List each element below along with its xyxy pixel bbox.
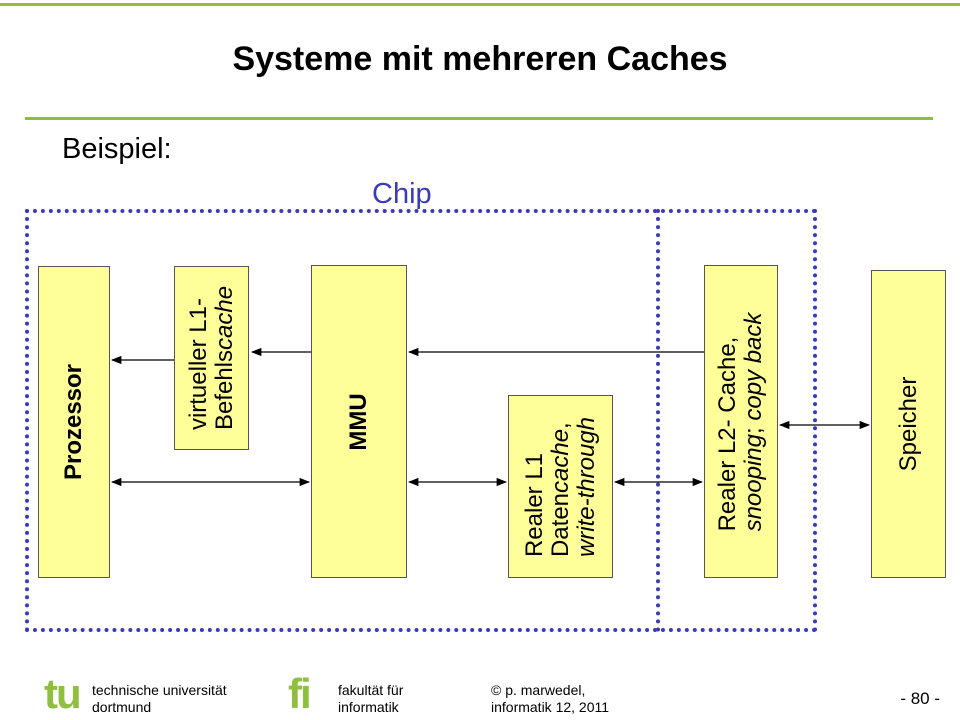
faculty-line2: informatik [338, 699, 399, 715]
faculty-name: fakultät für informatik [338, 682, 403, 716]
author-line2: informatik 12, 2011 [491, 699, 610, 715]
chip-boundary [25, 209, 817, 632]
prozessor-block: Prozessor [38, 266, 110, 578]
top-accent-line [0, 3, 960, 6]
chip-label: Chip [372, 178, 432, 210]
chip-divider [656, 209, 660, 632]
l1-data-cache-block: Realer L1 Datencache, write-through [508, 395, 613, 578]
university-line2: dortmund [92, 699, 152, 715]
faculty-line1: fakultät für [338, 682, 404, 698]
mmu-block: MMU [311, 265, 407, 578]
university-line1: technische universität [92, 682, 227, 698]
author-credit: © p. marwedel, informatik 12, 2011 [491, 682, 609, 716]
author-line1: © p. marwedel, [491, 682, 586, 698]
university-name: technische universität dortmund [92, 682, 227, 716]
l1-instruction-cache-block: virtueller L1- Befehlscache [174, 266, 249, 450]
subtitle: Beispiel: [62, 133, 172, 165]
fi-logo: fi [288, 670, 312, 717]
tu-logo: tu [44, 670, 82, 717]
title-rule [25, 117, 933, 120]
page-number: - 80 - [900, 689, 940, 708]
speicher-block: Speicher [871, 270, 946, 578]
l2-cache-block: Realer L2- Cache, snooping; copy back [704, 265, 778, 578]
slide-title: Systeme mit mehreren Caches [232, 40, 728, 78]
